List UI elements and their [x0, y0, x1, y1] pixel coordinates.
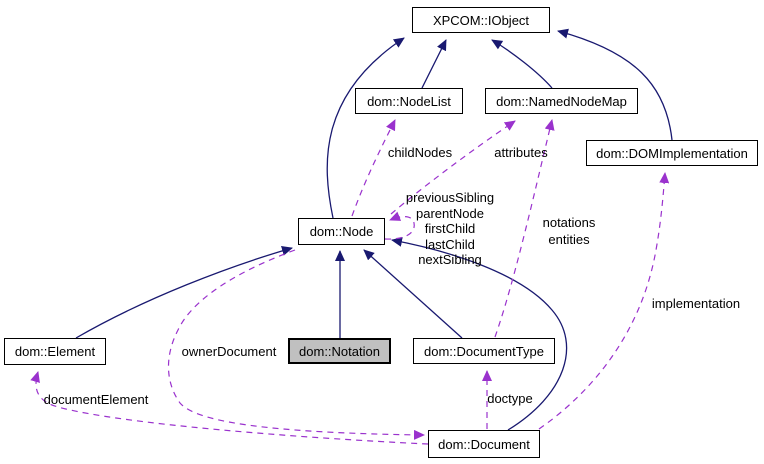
edge-ownerdocument: [167, 249, 425, 440]
node-dom-nodelist[interactable]: dom::NodeList: [355, 88, 463, 114]
edge-document-node: [391, 236, 568, 431]
node-dom-node[interactable]: dom::Node: [298, 218, 385, 245]
edge-documenttype-node: [363, 249, 463, 339]
edge-implementation: [538, 172, 670, 430]
node-dom-documenttype[interactable]: dom::DocumentType: [413, 338, 555, 364]
node-dom-document[interactable]: dom::Document: [428, 430, 540, 458]
edge-domimplementation-iobject: [557, 28, 673, 141]
edge-attributes: [390, 120, 516, 215]
edge-node-self-loop: [384, 211, 415, 240]
node-dom-domimplementation[interactable]: dom::DOMImplementation: [586, 140, 758, 166]
edge-node-iobject: [326, 37, 405, 219]
node-dom-element[interactable]: dom::Element: [4, 338, 106, 365]
edge-documentelement: [30, 371, 429, 445]
node-xpcom-iobject[interactable]: XPCOM::IObject: [412, 7, 550, 33]
node-dom-namednodemap[interactable]: dom::NamedNodeMap: [485, 88, 638, 114]
edge-childnodes: [351, 119, 396, 217]
edge-nodelist-iobject: [421, 39, 447, 89]
edge-namednodemap-iobject: [491, 39, 553, 89]
edge-notations-entities: [494, 119, 555, 338]
node-dom-notation[interactable]: dom::Notation: [288, 338, 391, 364]
edge-element-node: [75, 245, 293, 339]
